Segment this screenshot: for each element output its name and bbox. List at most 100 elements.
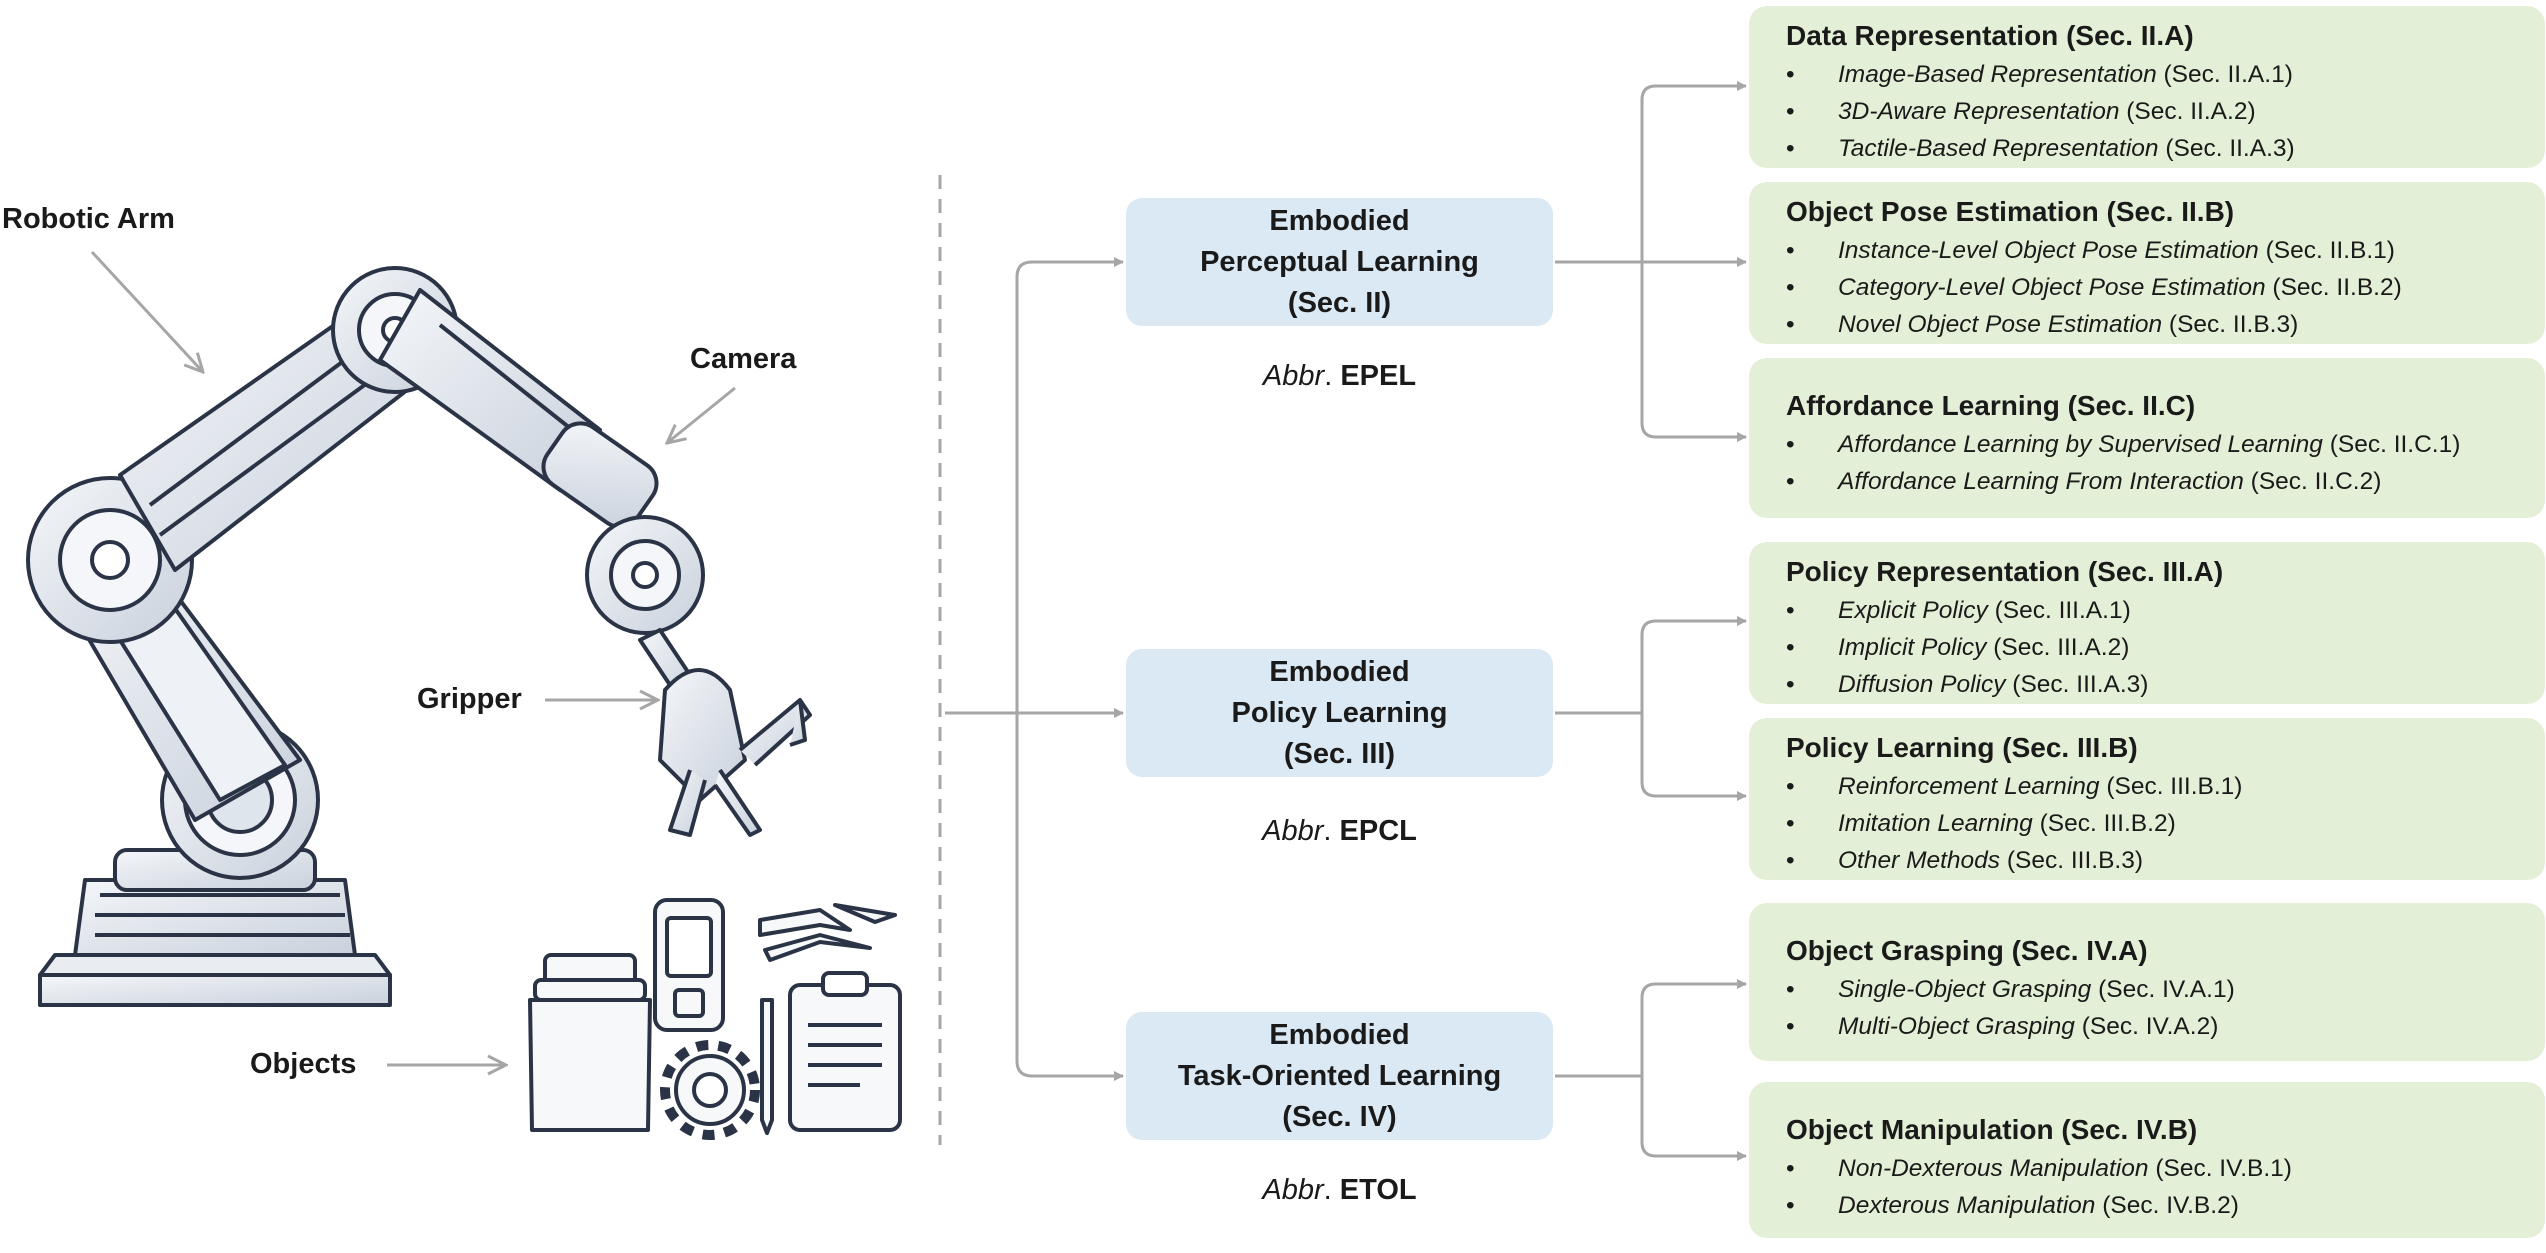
item-section: (Sec. II.B.3) bbox=[2168, 311, 2299, 338]
item-section: (Sec. III.B.1) bbox=[2106, 773, 2243, 800]
item-section: (Sec. III.A.1) bbox=[1994, 597, 2131, 624]
panel-title: Data Representation (Sec. II.A) bbox=[1786, 20, 2194, 51]
bullet-icon: • bbox=[1786, 431, 1795, 458]
list-item: •Tactile-Based Representation (Sec. II.A… bbox=[1786, 130, 2545, 167]
item-name: Dexterous Manipulation bbox=[1838, 1192, 2096, 1219]
item-section: (Sec. IV.A.1) bbox=[2098, 976, 2235, 1003]
panel-object-manipulation: Object Manipulation (Sec. IV.B) • Non-Dex… bbox=[1749, 1082, 2545, 1238]
bullet-icon: • bbox=[1786, 1192, 1795, 1219]
item-section: (Sec. II.B.1) bbox=[2265, 237, 2395, 264]
abbr-code: ETOL bbox=[1339, 1174, 1417, 1206]
bullet-icon: • bbox=[1786, 98, 1795, 125]
item-section: (Sec. II.A.1) bbox=[2163, 61, 2293, 88]
item-section: (Sec. II.B.2) bbox=[2272, 274, 2402, 301]
item-name: Tactile-Based Representation bbox=[1838, 135, 2159, 162]
item-name: Novel Object Pose Estimation bbox=[1838, 311, 2163, 338]
objects-illustration bbox=[528, 898, 902, 1140]
list-item: •Implicit Policy (Sec. III.A.2) bbox=[1786, 629, 2545, 666]
list-item: • 3D-Aware Representation (Sec. II.A.2) bbox=[1786, 93, 2545, 130]
bullet-icon: • bbox=[1786, 61, 1795, 88]
item-name: Single-Object Grasping bbox=[1838, 976, 2092, 1003]
item-name: Category-Level Object Pose Estimation bbox=[1838, 274, 2266, 301]
list-item: • Image-Based Representation (Sec. II.A.1… bbox=[1786, 56, 2545, 93]
label-arrows bbox=[90, 250, 736, 1065]
module-line: Embodied bbox=[1269, 204, 1410, 237]
abbr-code: EPCL bbox=[1339, 815, 1417, 847]
panel-policy-representation: Policy Representation (Sec. III.A) •Expl… bbox=[1749, 542, 2545, 704]
list-item: •Multi-Object Grasping (Sec. IV.A.2) bbox=[1786, 1008, 2545, 1045]
panel-title: Policy Representation (Sec. III.A) bbox=[1786, 556, 2224, 587]
bullet-icon: • bbox=[1786, 468, 1795, 495]
bullet-icon: • bbox=[1786, 274, 1795, 301]
panel-title: Object Manipulation (Sec. IV.B) bbox=[1786, 1114, 2198, 1145]
label-robotic-arm: Robotic Arm bbox=[2, 203, 175, 235]
abbr-prefix: Abbr bbox=[1262, 360, 1325, 392]
module-abbr-policy: Abbr. EPCL bbox=[1262, 815, 1417, 847]
item-name: Image-Based Representation bbox=[1838, 61, 2157, 88]
module-line: Policy Learning bbox=[1231, 696, 1448, 729]
panel-affordance-learning: Affordance Learning (Sec. II.C) • Afforda… bbox=[1749, 358, 2545, 518]
module-connectors bbox=[945, 257, 1124, 1081]
panel-policy-learning: Policy Learning (Sec. III.B) • Reinforcem… bbox=[1749, 718, 2545, 880]
module-box-task-oriented: Embodied Task-Oriented Learning (Sec. IV… bbox=[1126, 1012, 1553, 1140]
abbr-prefix: Abbr bbox=[1262, 815, 1324, 847]
bullet-icon: • bbox=[1786, 773, 1795, 800]
panel-object-pose-estimation: Object Pose Estimation (Sec. II.B) • Inst… bbox=[1749, 182, 2545, 344]
item-section: (Sec. II.C.1) bbox=[2329, 431, 2461, 458]
module-box-perceptual: Embodied Perceptual Learning (Sec. II) bbox=[1126, 198, 1553, 326]
list-item: •Diffusion Policy (Sec. III.A.3) bbox=[1786, 666, 2545, 703]
item-name: Instance-Level Object Pose Estimation bbox=[1838, 237, 2259, 264]
list-item: • Novel Object Pose Estimation (Sec. II.B… bbox=[1786, 306, 2545, 343]
item-name: Affordance Learning by Supervised Learni… bbox=[1838, 431, 2323, 458]
panel-data-representation: Data Representation (Sec. II.A) • Image-B… bbox=[1749, 6, 2545, 168]
bullet-icon: • bbox=[1786, 847, 1795, 874]
item-name: 3D-Aware Representation bbox=[1838, 98, 2120, 125]
bullet-icon: • bbox=[1786, 810, 1795, 837]
panel-title: Affordance Learning (Sec. II.C) bbox=[1786, 390, 2196, 421]
list-item: • Affordance Learning From Interaction (S… bbox=[1786, 463, 2545, 500]
module-line: Perceptual Learning bbox=[1200, 245, 1479, 278]
label-objects: Objects bbox=[250, 1048, 357, 1080]
panel-title: Policy Learning (Sec. III.B) bbox=[1786, 732, 2138, 763]
module-line: (Sec. IV) bbox=[1282, 1100, 1397, 1133]
item-name: Other Methods bbox=[1838, 847, 2001, 874]
item-name: Explicit Policy bbox=[1838, 597, 1988, 624]
list-item: • Affordance Learning by Supervised Learn… bbox=[1786, 426, 2545, 463]
item-name: Reinforcement Learning bbox=[1838, 773, 2100, 800]
item-section: (Sec. III.B.3) bbox=[2006, 847, 2144, 874]
bullet-icon: • bbox=[1786, 237, 1795, 264]
list-item: • Reinforcement Learning (Sec. III.B.1) bbox=[1786, 768, 2545, 805]
list-item: • Dexterous Manipulation (Sec. IV.B.2) bbox=[1786, 1187, 2545, 1224]
label-camera: Camera bbox=[690, 343, 797, 375]
bullet-icon: • bbox=[1786, 311, 1795, 338]
module-line: Task-Oriented Learning bbox=[1177, 1059, 1502, 1092]
panel-object-grasping: Object Grasping (Sec. IV.A) •Single-Obje… bbox=[1749, 903, 2545, 1061]
bullet-icon: • bbox=[1786, 1155, 1795, 1182]
item-section: (Sec. II.C.2) bbox=[2250, 468, 2382, 495]
module-abbr-perceptual: Abbr. EPEL bbox=[1262, 360, 1417, 392]
item-name: Imitation Learning bbox=[1838, 810, 2033, 837]
item-section: (Sec. II.A.2) bbox=[2126, 98, 2256, 125]
list-item: • Imitation Learning (Sec. III.B.2) bbox=[1786, 805, 2545, 842]
bullet-icon: • bbox=[1786, 671, 1795, 698]
list-item: • Other Methods (Sec. III.B.3) bbox=[1786, 842, 2545, 879]
abbr-code: EPEL bbox=[1340, 360, 1417, 392]
module-line: Embodied bbox=[1269, 655, 1410, 688]
item-section: (Sec. III.B.2) bbox=[2039, 810, 2176, 837]
item-name: Affordance Learning From Interaction bbox=[1838, 468, 2244, 495]
panel-title: Object Pose Estimation (Sec. II.B) bbox=[1786, 196, 2235, 227]
module-line: (Sec. II) bbox=[1287, 286, 1392, 319]
module-line: (Sec. III) bbox=[1283, 737, 1396, 770]
abbr-prefix: Abbr bbox=[1262, 1174, 1324, 1206]
item-section: (Sec. IV.B.2) bbox=[2102, 1192, 2239, 1219]
bullet-icon: • bbox=[1786, 634, 1795, 661]
item-section: (Sec. IV.B.1) bbox=[2155, 1155, 2292, 1182]
panel-connectors bbox=[1555, 81, 1747, 1161]
list-item: •Explicit Policy (Sec. III.A.1) bbox=[1786, 592, 2545, 629]
item-section: (Sec. II.A.3) bbox=[2165, 135, 2295, 162]
item-name: Non-Dexterous Manipulation bbox=[1838, 1155, 2149, 1182]
item-name: Multi-Object Grasping bbox=[1838, 1013, 2075, 1040]
module-abbr-task-oriented: Abbr. ETOL bbox=[1262, 1174, 1417, 1206]
bullet-icon: • bbox=[1786, 976, 1795, 1003]
